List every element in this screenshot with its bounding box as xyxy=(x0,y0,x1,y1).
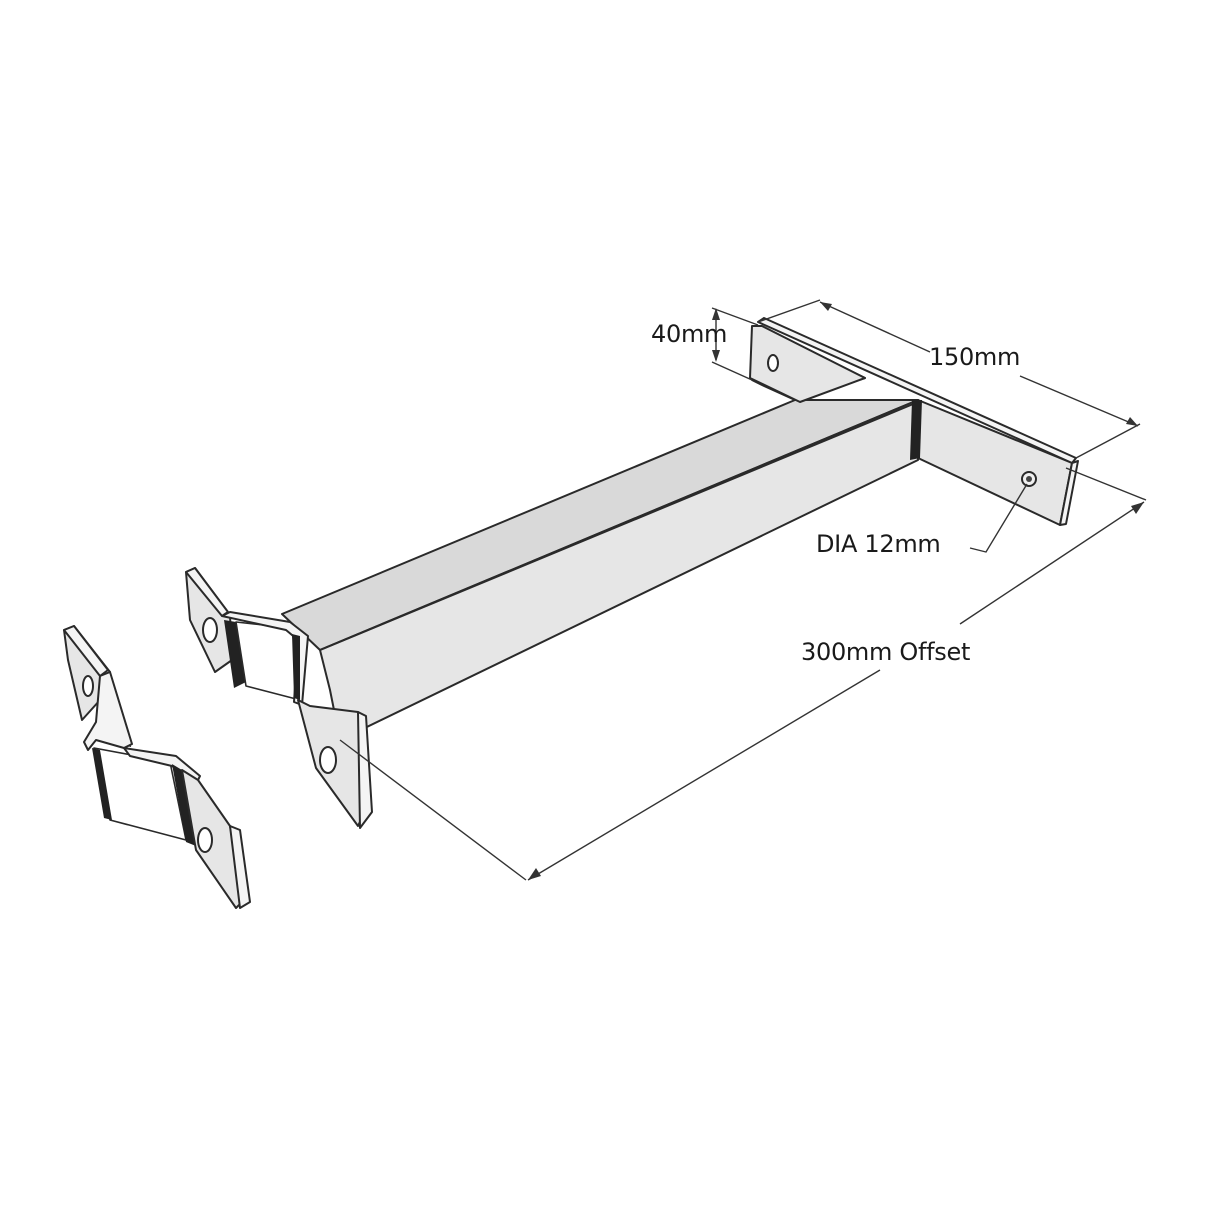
dimension-label-hole-diameter: DIA 12mm xyxy=(816,530,941,558)
mounting-hole-left xyxy=(767,354,779,372)
main-arm xyxy=(281,399,919,741)
dimension-150mm xyxy=(757,299,1141,459)
dimension-40mm xyxy=(711,307,759,381)
dimension-label-length: 150mm xyxy=(929,343,1021,371)
dimension-label-offset: 300mm Offset xyxy=(801,638,971,666)
z-clip-attached xyxy=(185,567,373,829)
dimension-dia-12mm xyxy=(969,483,1028,553)
z-clip-loose xyxy=(63,625,251,909)
weld-bead xyxy=(910,400,922,460)
dimension-label-height: 40mm xyxy=(651,320,728,348)
dimension-300mm-offset xyxy=(339,467,1147,881)
